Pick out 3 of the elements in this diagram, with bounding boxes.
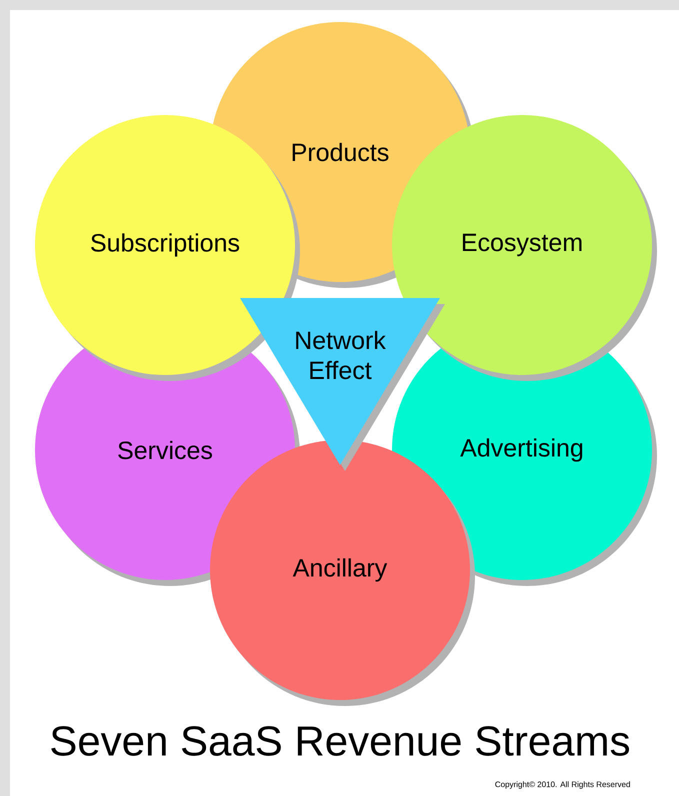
title: Seven SaaS Revenue Streams — [51, 726, 630, 756]
network-triangle: Network Effect — [240, 298, 445, 471]
copyright-note: Copyright© 2010. All Rights Reserved — [495, 781, 630, 789]
